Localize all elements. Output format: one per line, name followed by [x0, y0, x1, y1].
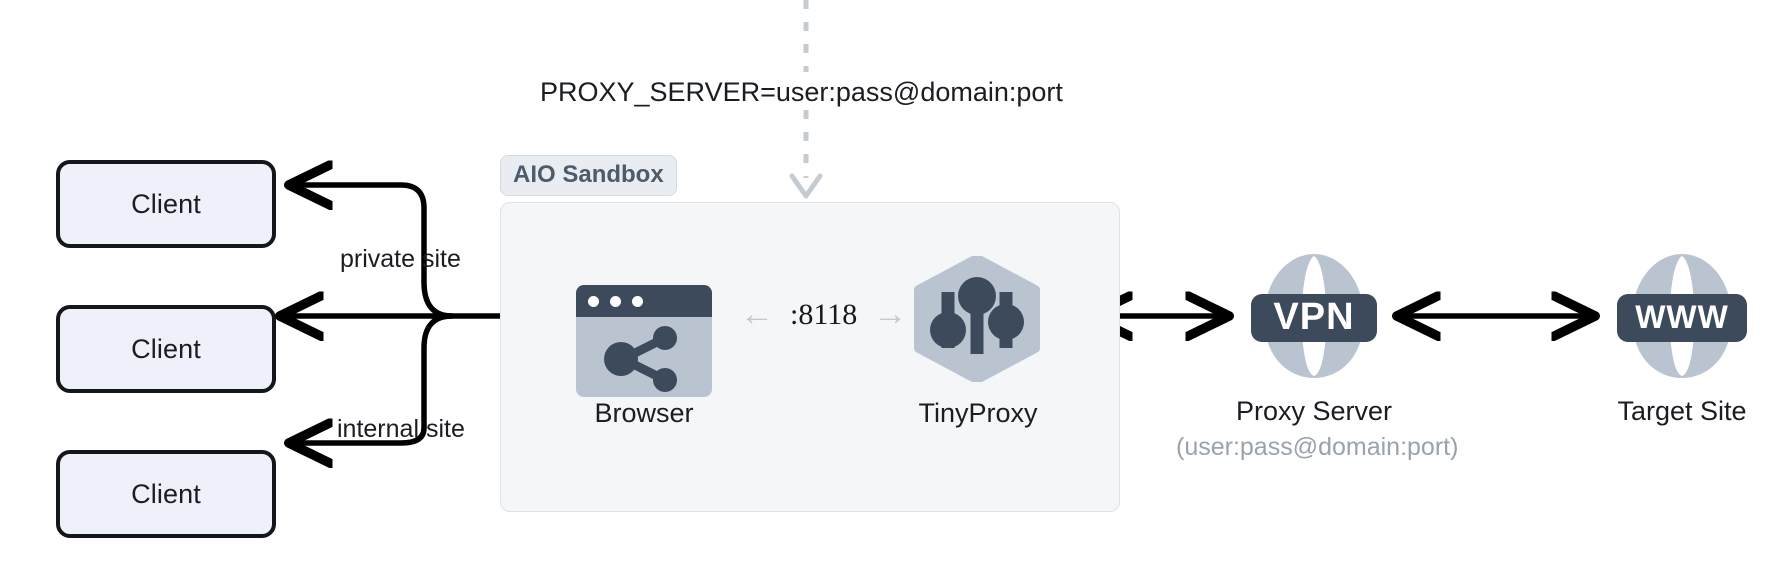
client-node-1[interactable]: Client	[56, 160, 276, 248]
port-link-group: ← :8118 →	[740, 296, 907, 334]
client-label: Client	[131, 478, 201, 509]
sandbox-badge: AIO Sandbox	[500, 155, 677, 196]
www-badge-text: WWW	[1635, 299, 1729, 335]
target-site-node[interactable]: WWW	[1610, 250, 1754, 387]
client-label: Client	[131, 188, 201, 219]
proxy-server-node[interactable]: VPN	[1242, 250, 1386, 387]
globe-vpn-icon: VPN	[1251, 254, 1377, 378]
env-var-dashed-connector	[789, 0, 823, 199]
proxy-server-subcaption: (user:pass@domain:port)	[1176, 433, 1459, 461]
client-label: Client	[131, 333, 201, 364]
browser-dot-1	[588, 295, 599, 307]
port-label: :8118	[790, 298, 858, 331]
browser-dot-2	[610, 295, 621, 307]
browser-dot-3	[632, 295, 643, 307]
hexagon-sliders-icon	[914, 254, 1040, 384]
tinyproxy-node[interactable]	[912, 254, 1042, 387]
browser-node[interactable]	[576, 285, 712, 397]
browser-caption: Browser	[594, 398, 694, 428]
edge-label-private-site: private site	[340, 245, 461, 273]
env-var-label: PROXY_SERVER=user:pass@domain:port	[540, 77, 1063, 107]
port-right-arrow-icon: →	[873, 296, 908, 333]
share-icon	[604, 326, 677, 392]
port-left-arrow-icon: ←	[740, 296, 774, 333]
edge-label-internal-site: internal site	[337, 415, 465, 443]
browser-titlebar	[576, 285, 712, 317]
proxy-server-caption: Proxy Server	[1235, 396, 1393, 426]
globe-www-icon: WWW	[1617, 254, 1747, 378]
client-node-3[interactable]: Client	[56, 450, 276, 538]
client-node-2[interactable]: Client	[56, 305, 276, 393]
browser-window-share-icon	[576, 285, 712, 397]
vpn-badge-text: VPN	[1273, 296, 1354, 338]
target-site-caption: Target Site	[1617, 396, 1747, 426]
tinyproxy-caption: TinyProxy	[918, 398, 1038, 428]
